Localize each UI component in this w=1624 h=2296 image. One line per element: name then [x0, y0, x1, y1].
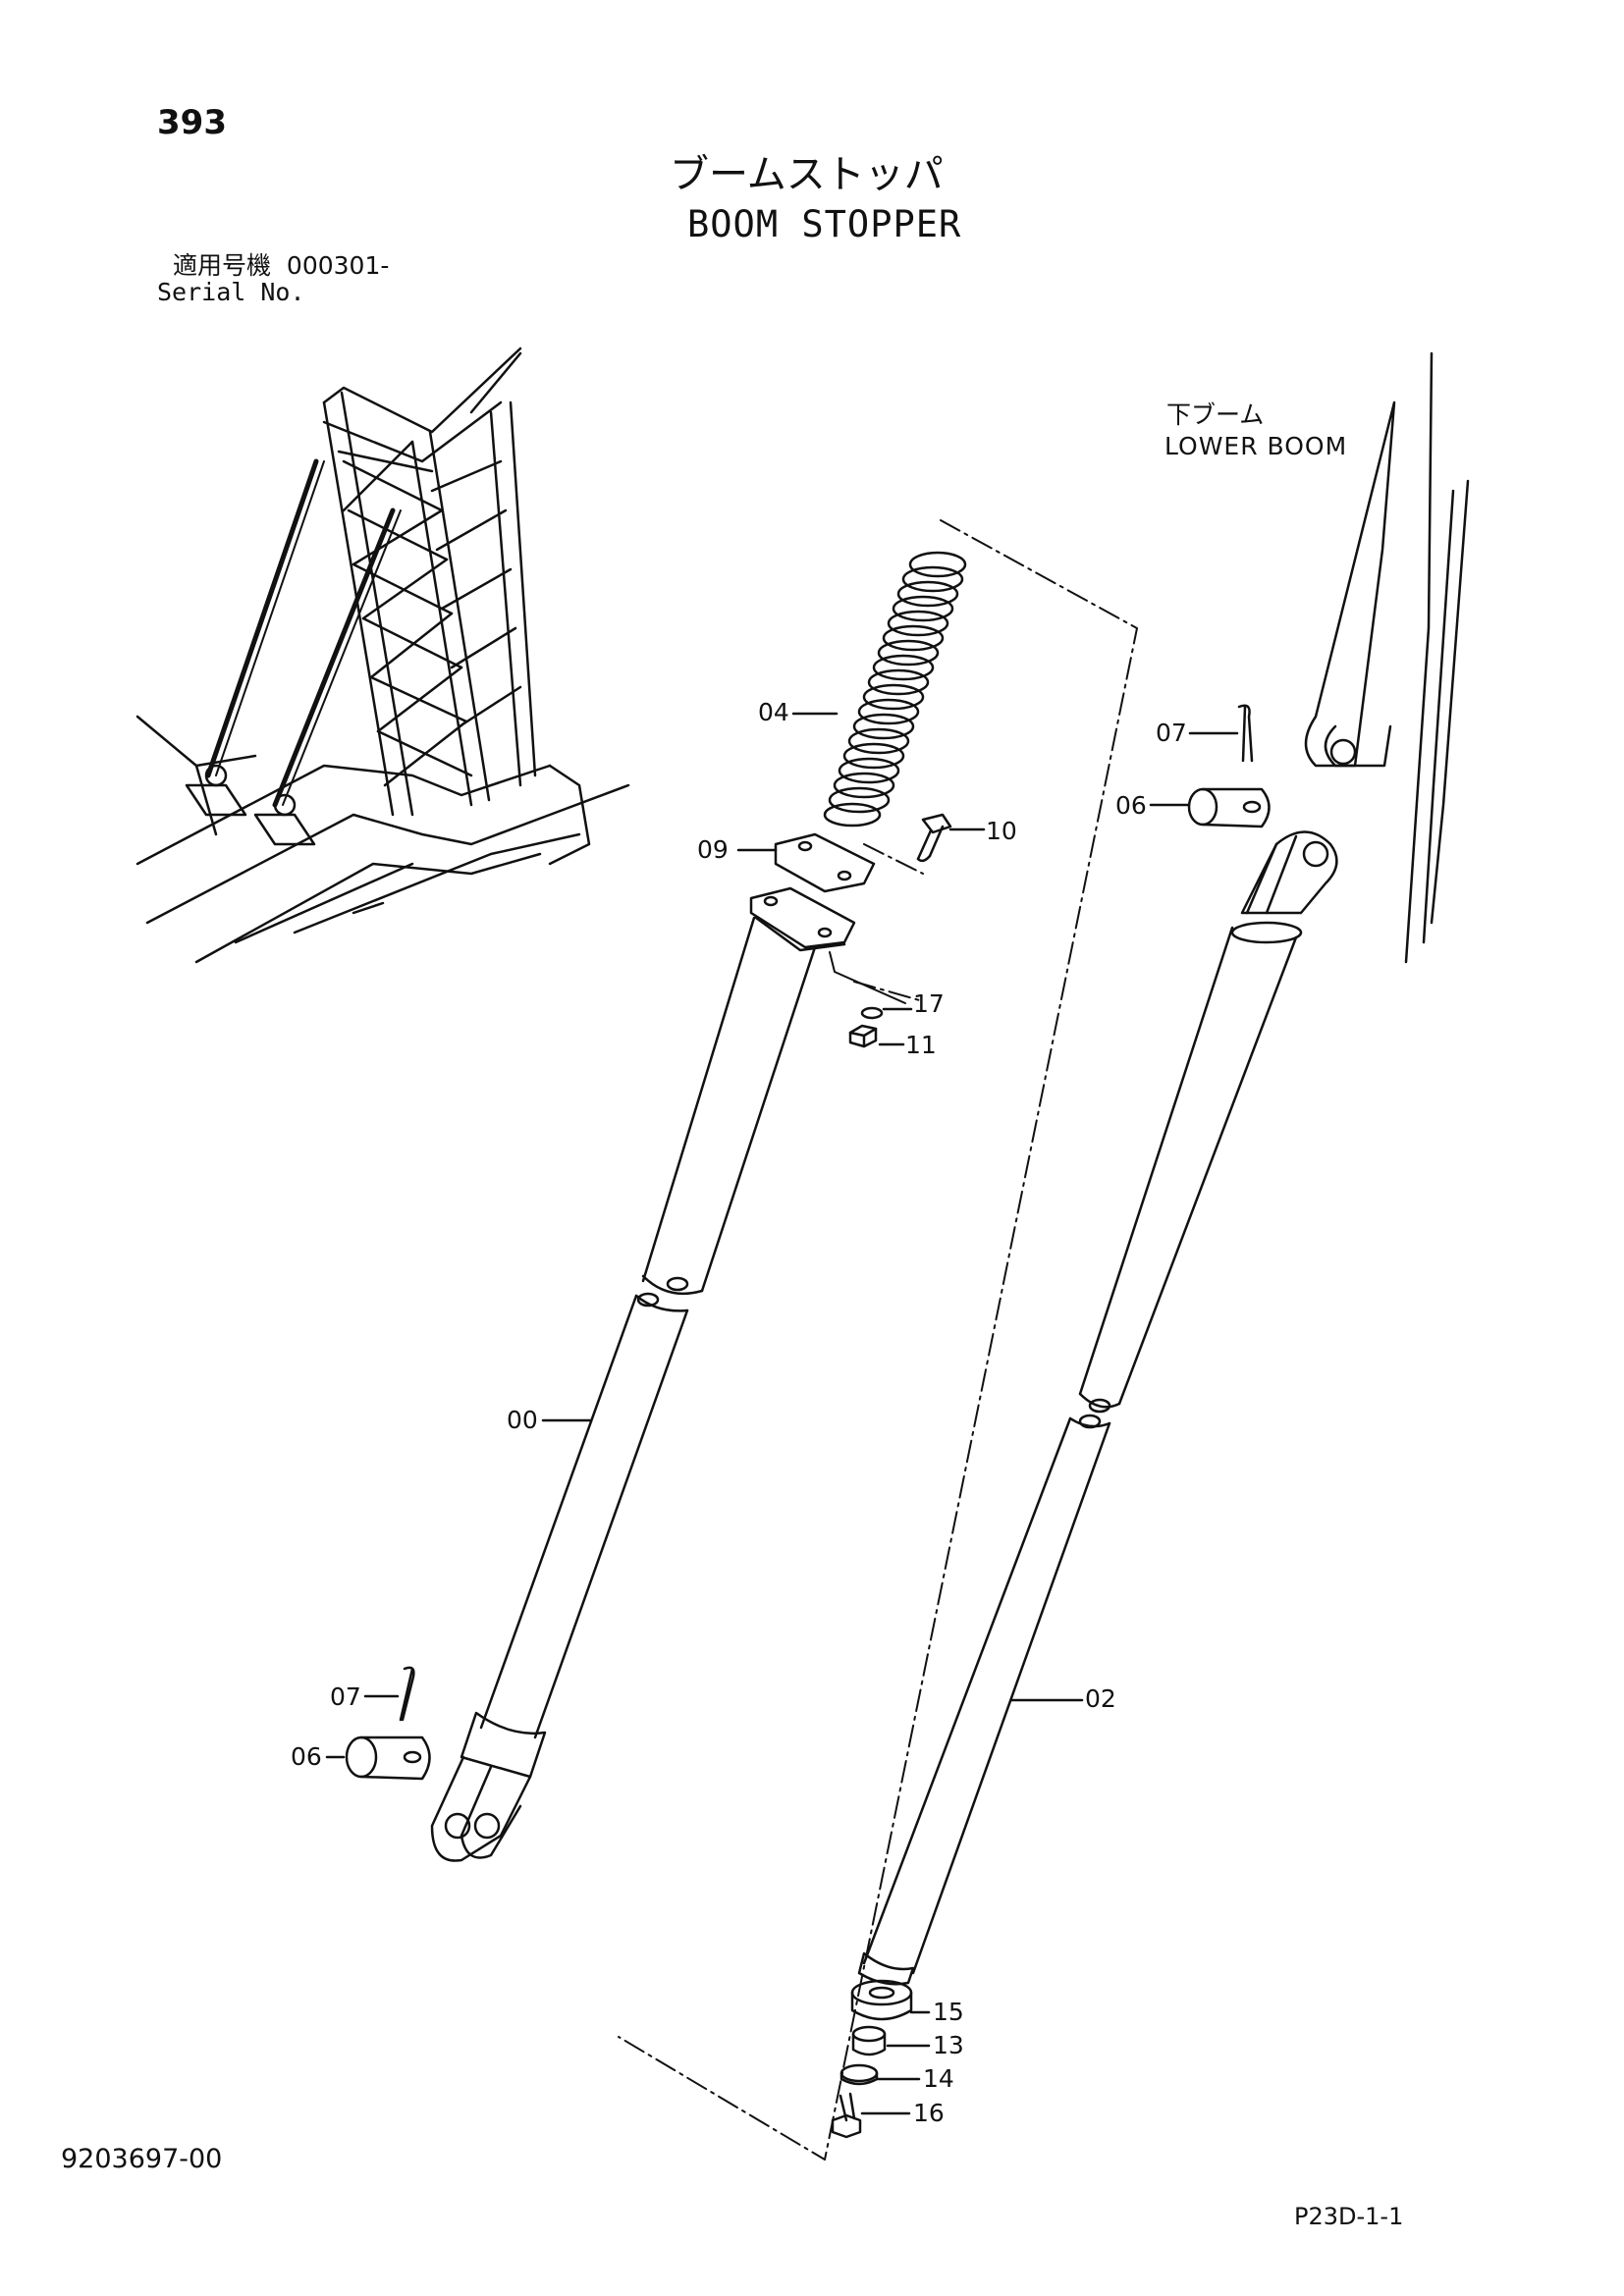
tube-00: [430, 916, 817, 1862]
callout-07-left: 07: [330, 1682, 361, 1711]
callout-10: 10: [986, 817, 1017, 845]
callout-06-left: 06: [291, 1742, 322, 1771]
nut-11: [848, 1024, 878, 1048]
callout-07-right: 07: [1156, 719, 1187, 747]
callout-09: 09: [697, 835, 729, 864]
lower-boom-label: LOWER BOOM: [1164, 432, 1348, 460]
pin-06-left: [345, 1735, 431, 1781]
collar-15: [850, 1979, 913, 2021]
bolt-16: [831, 2092, 862, 2139]
callout-13: 13: [933, 2031, 964, 2059]
leader-17-guide: [829, 951, 906, 1004]
page-number: 393: [157, 103, 227, 142]
page-title-japanese: ブームストッパ: [670, 152, 944, 197]
callout-17: 17: [913, 989, 945, 1018]
pin-06-right: [1187, 787, 1271, 828]
callout-11: 11: [905, 1031, 937, 1059]
flange-plate-09: [774, 832, 876, 893]
assembly-guide-lines: [618, 519, 1138, 2161]
serial-value: 000301-: [286, 251, 390, 280]
washer-14: [839, 2063, 879, 2086]
serial-label-jp-text: 適用号機: [173, 251, 272, 280]
callout-00: 00: [507, 1406, 538, 1434]
bushing-13: [851, 2025, 887, 2056]
cotter-pin-07-left: [399, 1666, 415, 1722]
washer-17: [860, 1006, 884, 1020]
callout-04: 04: [758, 698, 789, 726]
lower-boom-label-japanese: 下ブーム: [1166, 400, 1265, 429]
serial-label-english: Serial No.: [157, 278, 305, 306]
tube-flange: [749, 886, 856, 952]
bolt-10: [916, 813, 952, 863]
lower-boom-outline: [1304, 351, 1470, 964]
callout-16: 16: [913, 2099, 945, 2127]
spring: [823, 551, 967, 828]
callout-15: 15: [933, 1998, 964, 2026]
tube-02: [857, 830, 1338, 1986]
document-number: 9203697-00: [61, 2144, 223, 2174]
callout-02: 02: [1085, 1684, 1116, 1713]
callout-14: 14: [923, 2064, 954, 2093]
cotter-pin-07-right: [1237, 704, 1254, 763]
inset-boom-lattice: [135, 347, 630, 964]
page-title: BOOM STOPPER: [687, 203, 962, 245]
serial-label-japanese: 適用号機 000301-: [173, 253, 389, 278]
page-code: P23D-1-1: [1294, 2203, 1404, 2230]
callout-06-right: 06: [1115, 791, 1147, 820]
